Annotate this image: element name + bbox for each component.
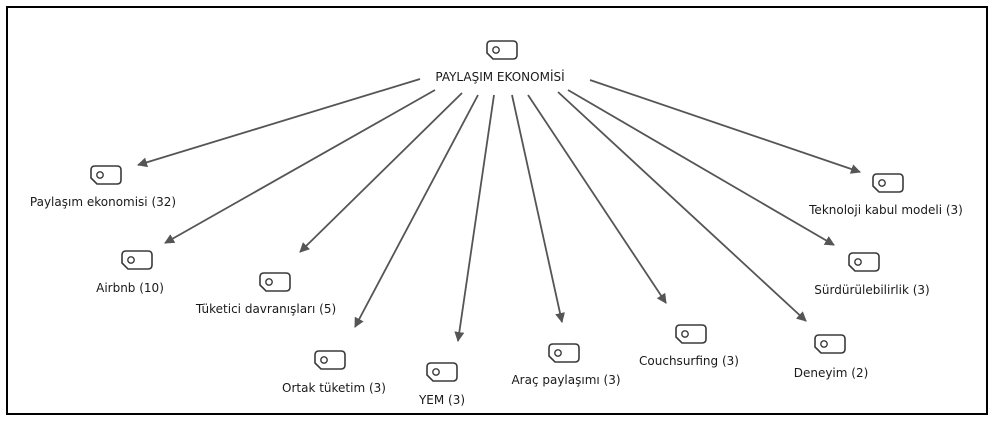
code-tag-icon bbox=[872, 173, 904, 193]
root-node[interactable]: PAYLAŞIM EKONOMİSİ bbox=[435, 40, 565, 84]
edges-group bbox=[137, 78, 861, 342]
node-label-tuketici-davranislari: Tüketici davranışları (5) bbox=[195, 302, 336, 316]
node-label-paylasim-ekonomisi: Paylaşım ekonomisi (32) bbox=[30, 195, 176, 209]
node-label-surdurulebilirlik: Sürdürülebilirlik (3) bbox=[814, 283, 929, 297]
edge-arrow-paylasim-ekonomisi bbox=[137, 78, 421, 168]
node-tuketici-davranislari[interactable]: Tüketici davranışları (5) bbox=[195, 272, 336, 316]
code-tag-icon bbox=[675, 324, 707, 344]
node-ortak-tuketim[interactable]: Ortak tüketim (3) bbox=[282, 350, 386, 395]
code-tag-icon bbox=[121, 250, 153, 270]
node-couchsurfing[interactable]: Couchsurfing (3) bbox=[639, 324, 739, 368]
code-tag-icon bbox=[814, 334, 846, 354]
edge-arrow-yem bbox=[454, 94, 495, 342]
root-node-label: PAYLAŞIM EKONOMİSİ bbox=[435, 69, 564, 84]
node-label-yem: YEM (3) bbox=[418, 393, 465, 407]
node-surdurulebilirlik[interactable]: Sürdürülebilirlik (3) bbox=[814, 252, 930, 297]
edge-arrow-airbnb bbox=[164, 89, 436, 244]
edge-arrow-couchsurfing bbox=[527, 94, 667, 304]
node-label-couchsurfing: Couchsurfing (3) bbox=[639, 354, 739, 368]
node-label-arac-paylasimi: Araç paylaşımı (3) bbox=[511, 373, 620, 387]
code-tag-icon bbox=[426, 362, 458, 382]
node-airbnb[interactable]: Airbnb (10) bbox=[96, 250, 164, 295]
code-tag-icon bbox=[259, 272, 291, 292]
diagram-frame bbox=[6, 6, 988, 415]
edge-arrow-teknoloji-kabul-modeli bbox=[589, 79, 861, 174]
node-arac-paylasimi[interactable]: Araç paylaşımı (3) bbox=[511, 343, 621, 387]
node-label-ortak-tuketim: Ortak tüketim (3) bbox=[282, 381, 386, 395]
node-label-deneyim: Deneyim (2) bbox=[794, 366, 869, 380]
node-deneyim[interactable]: Deneyim (2) bbox=[794, 334, 869, 380]
nodes-group: PAYLAŞIM EKONOMİSİ Paylaşım ekonomisi (32… bbox=[30, 40, 963, 407]
code-tag-icon bbox=[314, 350, 346, 370]
code-tag-icon bbox=[486, 40, 518, 60]
edge-arrow-arac-paylasimi bbox=[511, 94, 565, 323]
code-tag-icon bbox=[848, 252, 880, 272]
node-teknoloji-kabul-modeli[interactable]: Teknoloji kabul modeli (3) bbox=[808, 173, 963, 217]
code-tag-icon bbox=[548, 343, 580, 363]
edge-arrow-ortak-tuketim bbox=[354, 94, 479, 328]
node-label-teknoloji-kabul-modeli: Teknoloji kabul modeli (3) bbox=[808, 203, 963, 217]
node-label-airbnb: Airbnb (10) bbox=[96, 281, 164, 295]
edge-arrow-surdurulebilirlik bbox=[567, 89, 835, 246]
node-paylasim-ekonomisi[interactable]: Paylaşım ekonomisi (32) bbox=[30, 165, 176, 209]
node-yem[interactable]: YEM (3) bbox=[418, 362, 465, 407]
edge-arrow-deneyim bbox=[557, 91, 807, 322]
code-tag-icon bbox=[90, 165, 122, 185]
edge-arrow-tuketici-davranislari bbox=[299, 92, 463, 253]
